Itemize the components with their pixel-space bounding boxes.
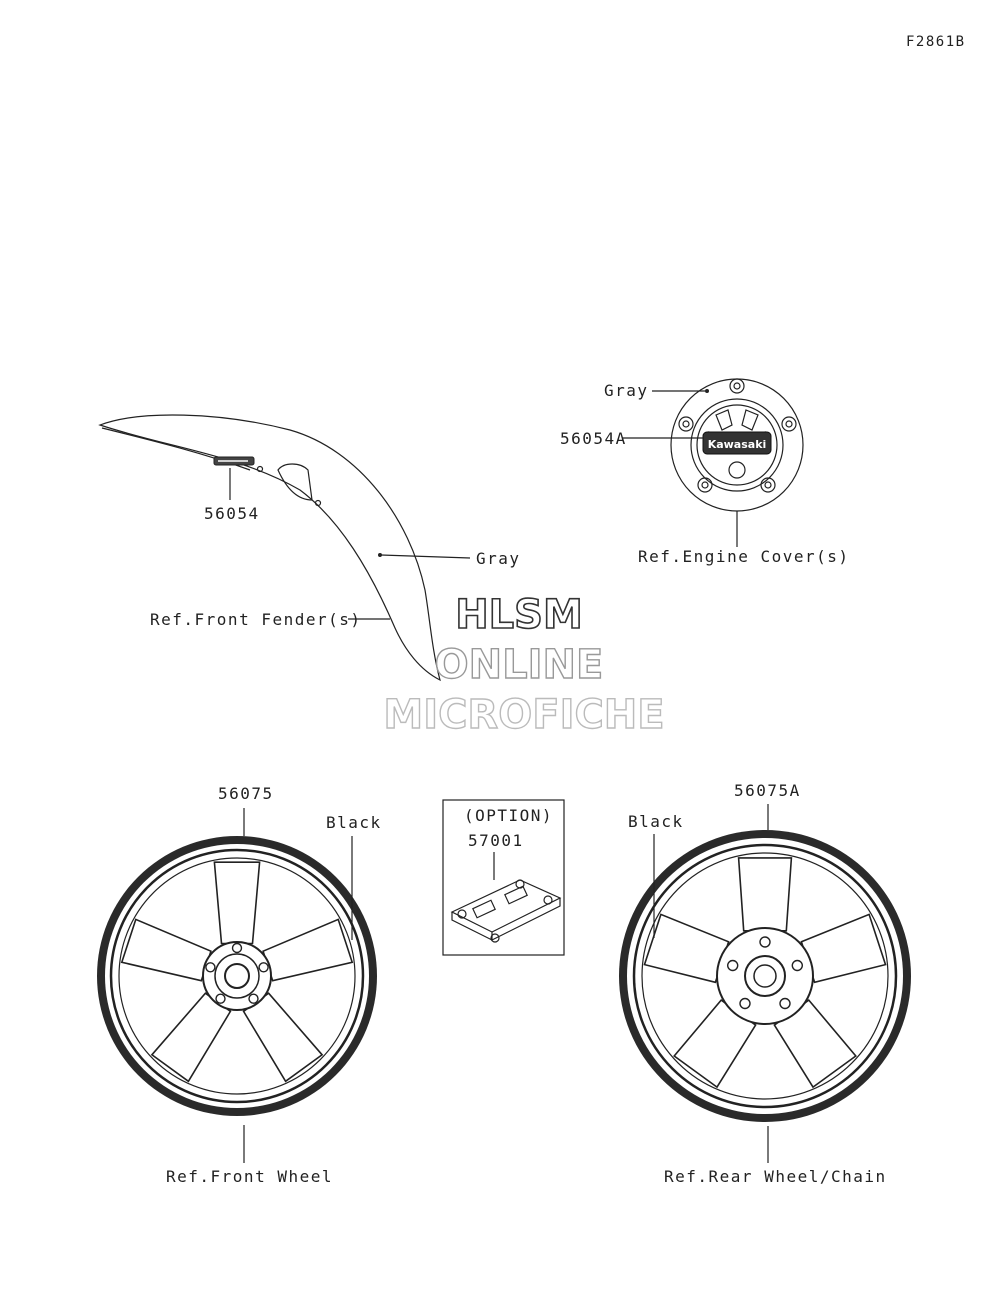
- front-wheel-color-label: Black: [326, 813, 382, 832]
- hub-bolt: [248, 993, 259, 1004]
- watermark: HLSM ONLINE MICROFICHE: [383, 591, 666, 739]
- hub-bolt: [231, 942, 243, 954]
- engine-cover-color-label: Gray: [604, 381, 649, 400]
- watermark-line-3: MICROFICHE: [383, 692, 664, 738]
- rear-wheel-part-number: 56075A: [734, 781, 801, 800]
- front-wheel-part-number: 56075: [218, 784, 274, 803]
- option-box: (OPTION) 57001: [442, 799, 565, 956]
- hub-bolt: [779, 997, 791, 1010]
- watermark-line-2: ONLINE: [435, 642, 604, 688]
- fender-part-number: 56054: [204, 504, 260, 523]
- stand-plate-drawing: [450, 879, 562, 943]
- front-wheel-drawing: [97, 836, 377, 1116]
- kawasaki-badge: [702, 431, 772, 455]
- hub-bolt: [215, 993, 226, 1004]
- rear-wheel-ref-label: Ref.Rear Wheel/Chain: [664, 1167, 887, 1186]
- fender-ref-label: Ref.Front Fender(s): [150, 610, 362, 629]
- hub-bolt: [727, 959, 739, 972]
- hub-bolt: [759, 936, 771, 948]
- figure-code: F2861B: [906, 34, 966, 50]
- rear-wheel-color-label: Black: [628, 812, 684, 831]
- option-title: (OPTION): [464, 806, 553, 825]
- option-part-number: 57001: [468, 831, 524, 850]
- watermark-line-1: HLSM: [455, 592, 583, 638]
- fender-color-label: Gray: [476, 549, 521, 568]
- front-wheel-ref-label: Ref.Front Wheel: [166, 1167, 333, 1186]
- hub-bolt: [205, 962, 216, 973]
- front-fender-drawing: [98, 414, 441, 682]
- rear-wheel-drawing: [619, 830, 911, 1122]
- hub-bolt: [739, 997, 751, 1010]
- hub-bolt: [791, 959, 803, 972]
- engine-cover-part-number: 56054A: [560, 429, 627, 448]
- engine-cover-ref-label: Ref.Engine Cover(s): [638, 547, 850, 566]
- kawasaki-badge-text: Kawasaki: [708, 438, 767, 451]
- hub-bolt: [258, 962, 269, 973]
- engine-cover-drawing: Kawasaki: [670, 378, 804, 512]
